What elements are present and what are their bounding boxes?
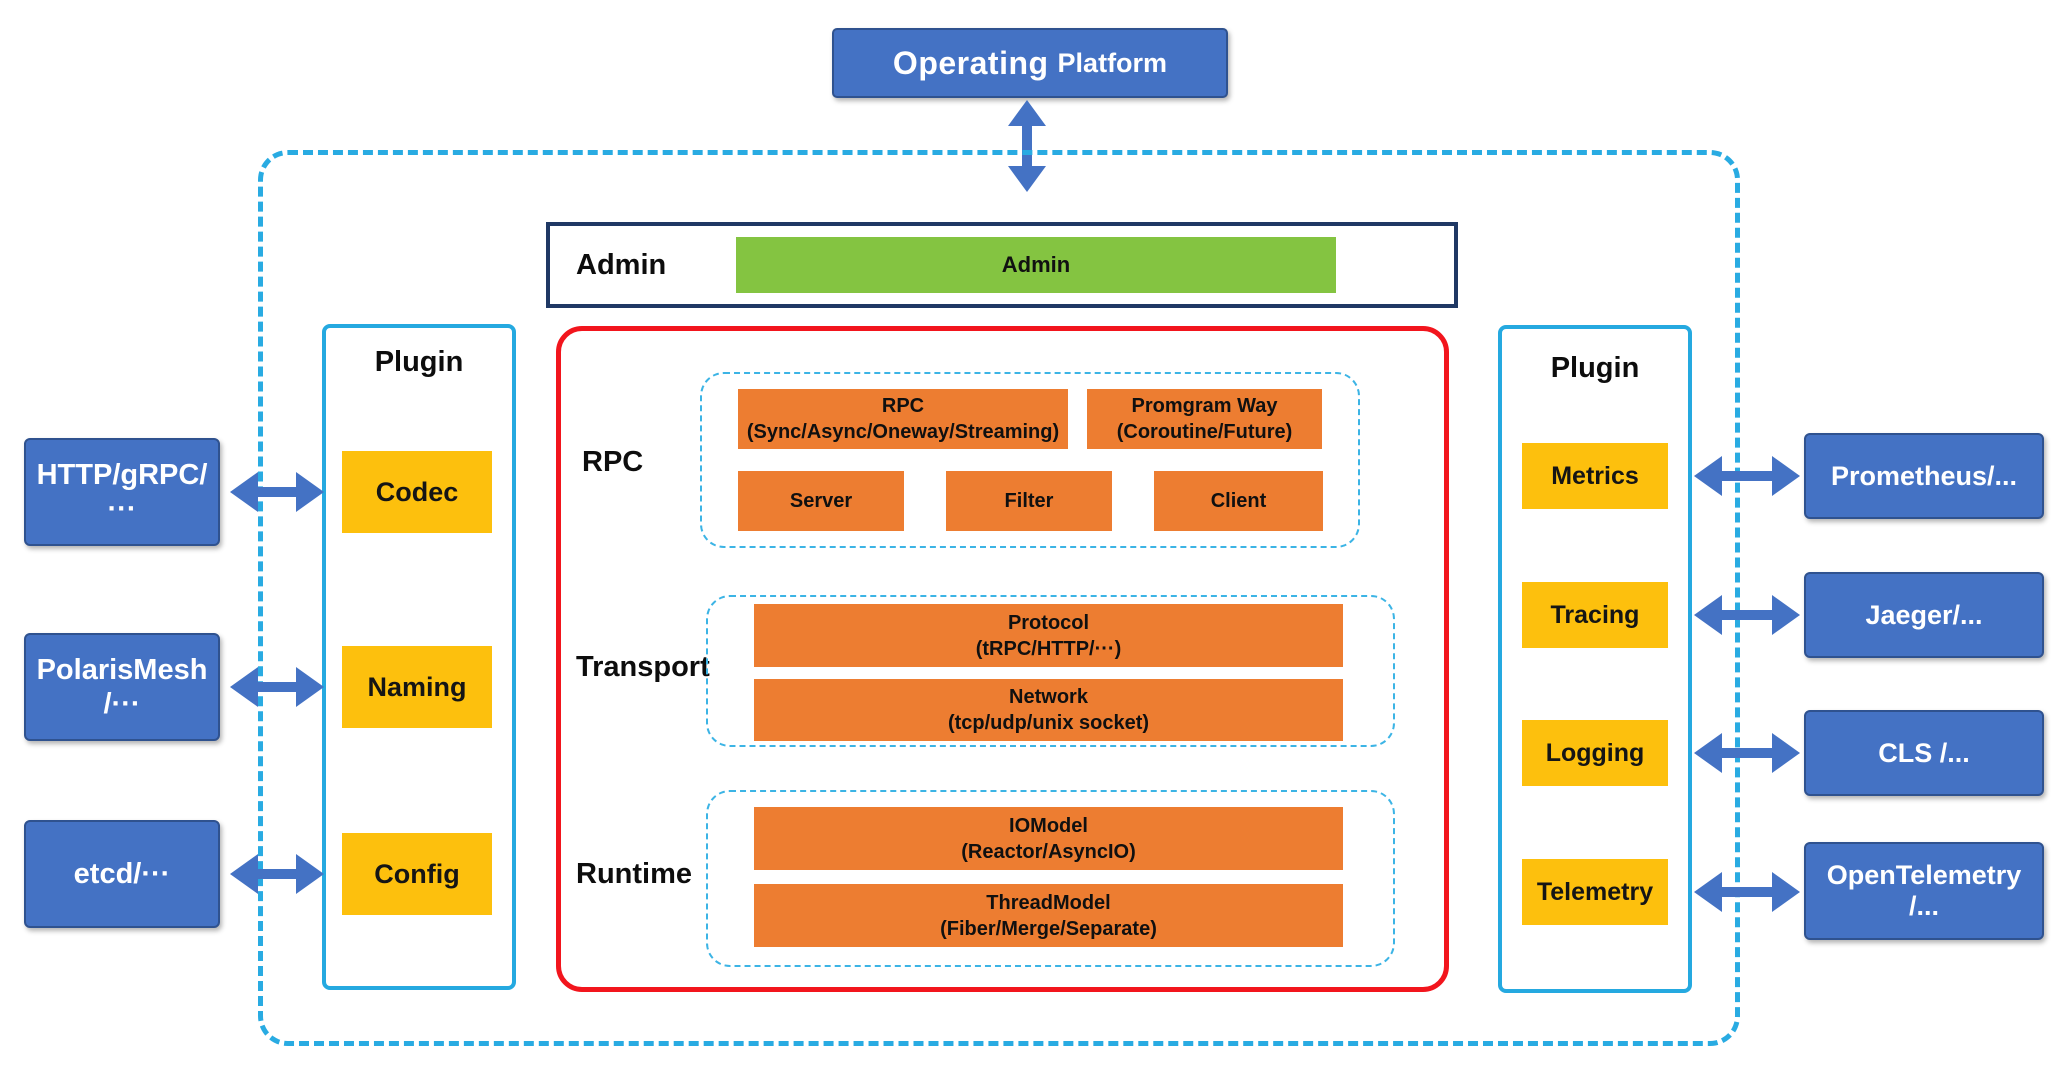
rpc-modes-node: RPC (Sync/Async/Oneway/Streaming) (738, 389, 1068, 449)
jaeger-node: Jaeger/... (1804, 572, 2044, 658)
threadmodel-node: ThreadModel (Fiber/Merge/Separate) (754, 884, 1343, 947)
codec-plugin-node: Codec (342, 451, 492, 533)
arrow-left-icon (1694, 733, 1722, 773)
iomodel-node: IOModel (Reactor/AsyncIO) (754, 807, 1343, 870)
bidirectional-arrow-config (230, 854, 324, 894)
bidirectional-arrow-tracing (1694, 595, 1800, 635)
arrow-left-icon (230, 667, 258, 707)
admin-section-label: Admin (576, 248, 667, 281)
telemetry-plugin-node: Telemetry (1522, 859, 1668, 925)
client-node: Client (1154, 471, 1323, 531)
bidirectional-arrow-telemetry (1694, 872, 1800, 912)
arrow-right-icon (1772, 456, 1800, 496)
logging-plugin-node: Logging (1522, 720, 1668, 786)
arrow-right-icon (1772, 733, 1800, 773)
etcd-node: etcd/··· (24, 820, 220, 928)
arrow-down-icon (1008, 166, 1046, 192)
opentelemetry-node: OpenTelemetry /... (1804, 842, 2044, 940)
prometheus-node: Prometheus/... (1804, 433, 2044, 519)
framework-boundary (258, 150, 1740, 1046)
operating-platform-label-part1: Operating (892, 44, 1049, 81)
metrics-plugin-node: Metrics (1522, 443, 1668, 509)
bidirectional-arrow-naming (230, 667, 324, 707)
runtime-layer-label: Runtime (576, 858, 692, 890)
arrow-left-icon (230, 472, 258, 512)
program-way-node: Promgram Way (Coroutine/Future) (1087, 389, 1322, 449)
core-framework-box (556, 326, 1449, 992)
rpc-layer-label: RPC (582, 446, 644, 478)
transport-layer-label: Transport (576, 651, 710, 683)
arrow-right-icon (296, 472, 324, 512)
naming-plugin-node: Naming (342, 646, 492, 728)
left-plugin-title: Plugin (374, 346, 464, 378)
bidirectional-arrow-metrics (1694, 456, 1800, 496)
protocol-node: Protocol (tRPC/HTTP/···) (754, 604, 1343, 667)
operating-platform-label-part2: Platform (1057, 47, 1168, 78)
arrow-right-icon (1772, 595, 1800, 635)
admin-bar: Admin (736, 237, 1336, 293)
operating-platform-node: Operating Platform (832, 28, 1228, 98)
arrow-left-icon (230, 854, 258, 894)
bidirectional-arrow-logging (1694, 733, 1800, 773)
http-grpc-node: HTTP/gRPC/ ··· (24, 438, 220, 546)
network-node: Network (tcp/udp/unix socket) (754, 679, 1343, 741)
arrow-left-icon (1694, 456, 1722, 496)
polarismesh-node: PolarisMesh /··· (24, 633, 220, 741)
bidirectional-arrow-operating-platform (1008, 100, 1046, 192)
transport-layer-container (706, 595, 1395, 747)
cls-node: CLS /... (1804, 710, 2044, 796)
arrow-right-icon (1772, 872, 1800, 912)
bidirectional-arrow-codec (230, 472, 324, 512)
arrow-up-icon (1008, 100, 1046, 126)
config-plugin-node: Config (342, 833, 492, 915)
tracing-plugin-node: Tracing (1522, 582, 1668, 648)
arrow-right-icon (296, 854, 324, 894)
arrow-left-icon (1694, 872, 1722, 912)
runtime-layer-container (706, 790, 1395, 967)
arrow-right-icon (296, 667, 324, 707)
right-plugin-title: Plugin (1550, 352, 1640, 384)
arrow-left-icon (1694, 595, 1722, 635)
rpc-layer-container (700, 372, 1360, 548)
filter-node: Filter (946, 471, 1112, 531)
server-node: Server (738, 471, 904, 531)
